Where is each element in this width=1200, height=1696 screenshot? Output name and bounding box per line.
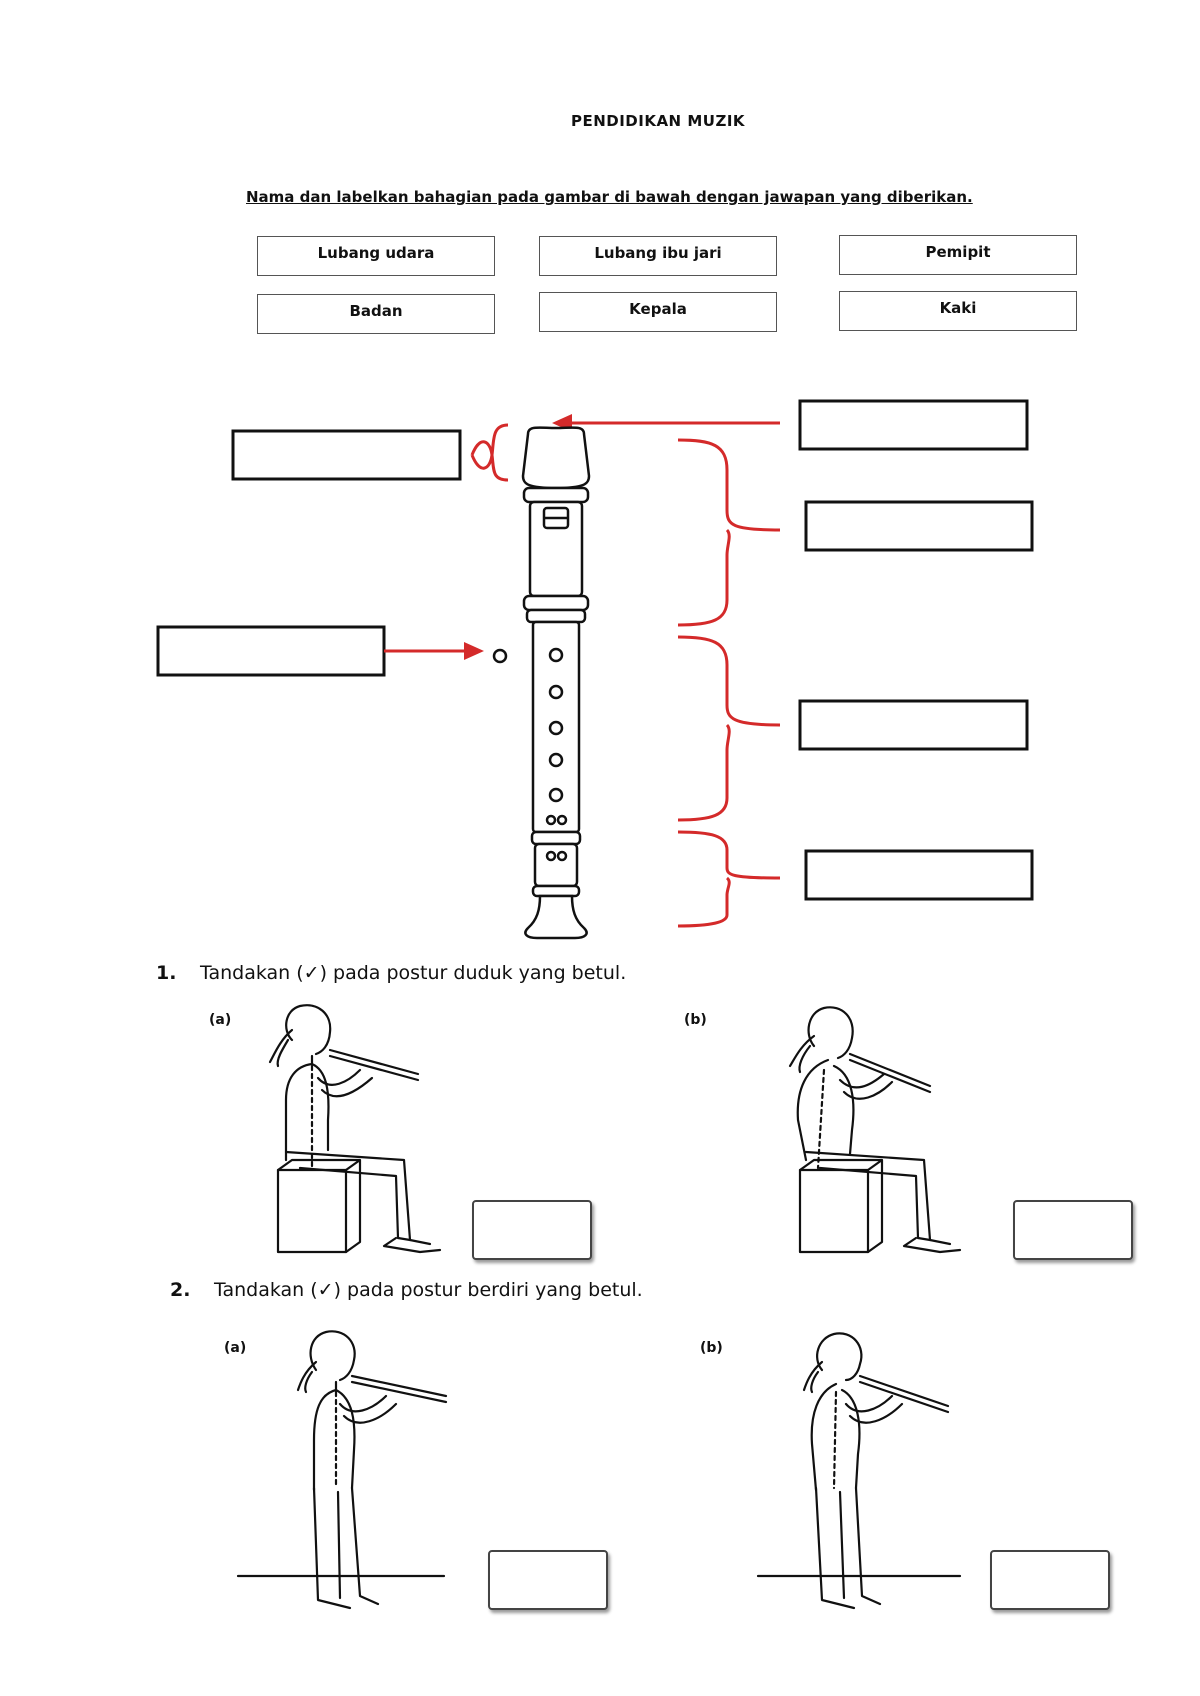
option-1a-label: (a) (209, 1012, 232, 1028)
label-pointers (384, 414, 781, 928)
answer-box-windway[interactable] (798, 399, 1029, 451)
word-bank-item[interactable]: Badan (257, 294, 495, 334)
word-bank-item[interactable]: Pemipit (839, 235, 1077, 275)
tick-box-1a[interactable] (472, 1200, 592, 1260)
word-bank-item[interactable]: Lubang ibu jari (539, 236, 777, 276)
word-bank-item[interactable]: Kepala (539, 292, 777, 332)
tick-box-2a[interactable] (488, 1550, 608, 1610)
answer-box-thumbhole[interactable] (156, 625, 386, 677)
instruction-text: Nama dan labelkan bahagian pada gambar d… (246, 188, 973, 206)
word-bank-item[interactable]: Lubang udara (257, 236, 495, 276)
option-2a-label: (a) (224, 1340, 247, 1356)
option-2b-label: (b) (700, 1340, 723, 1356)
tick-box-1b[interactable] (1013, 1200, 1133, 1260)
option-1b-label: (b) (684, 1012, 707, 1028)
tick-box-2b[interactable] (990, 1550, 1110, 1610)
recorder-illustration (492, 426, 591, 940)
page-title: PENDIDIKAN MUZIK (570, 112, 746, 130)
word-bank-item[interactable]: Kaki (839, 291, 1077, 331)
answer-box-mouthpiece[interactable] (231, 429, 462, 481)
question-1: 1.Tandakan (✓) pada postur duduk yang be… (156, 962, 627, 984)
answer-box-head[interactable] (804, 500, 1034, 552)
question-2: 2.Tandakan (✓) pada postur berdiri yang … (170, 1279, 643, 1301)
answer-box-foot[interactable] (804, 849, 1034, 901)
answer-box-body[interactable] (798, 699, 1029, 751)
